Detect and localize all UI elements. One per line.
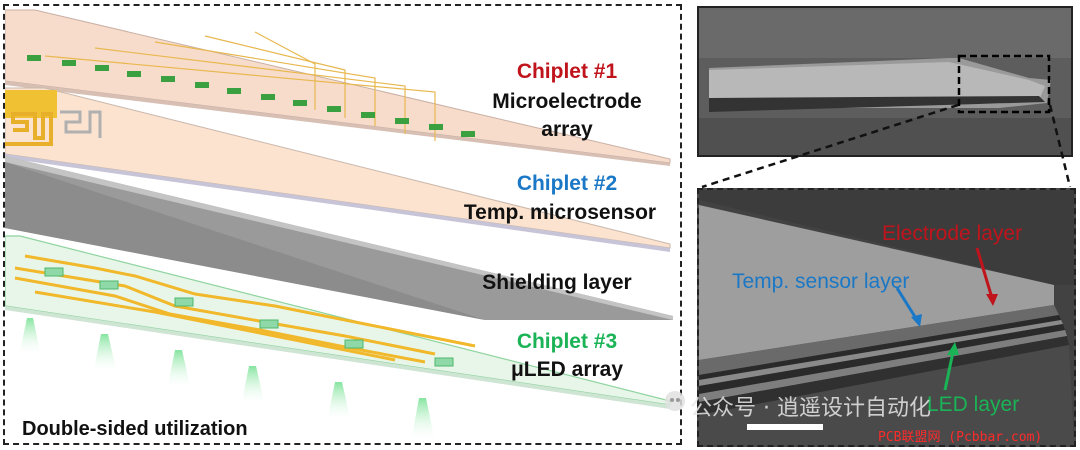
shielding-layer-shape: [5, 156, 673, 320]
chiplet1-name-line1: Microelectrode: [492, 90, 642, 113]
sem-zoom-image: Electrode layer Temp. sensor layer LED l…: [697, 188, 1076, 447]
watermark-sub: PCB联盟网 (Pcbbar.com): [878, 430, 1043, 445]
temp-sensor-layer: [5, 87, 671, 252]
shielding-layer-label: Shielding layer: [482, 271, 632, 294]
watermark-text: 公众号 · 逍遥设计自动化: [690, 396, 931, 421]
layer-arrows: [895, 247, 998, 391]
temp-sensor-layer-label: Temp. sensor layer: [732, 270, 910, 293]
sem-zoom-cross-section: [699, 190, 1074, 445]
double-sided-caption: Double-sided utilization: [22, 418, 248, 440]
chiplet1-name-line2: array: [541, 118, 593, 141]
layer-stack-illustration: [5, 9, 673, 442]
chiplet3-tag: Chiplet #3: [516, 330, 618, 353]
led-layer-label: LED layer: [927, 393, 1020, 416]
microelectrode-layer: [5, 9, 671, 166]
zoom-region-box: [957, 54, 1051, 114]
watermark-logo-icon: [664, 390, 686, 416]
chiplet1-tag: Chiplet #1: [516, 60, 618, 83]
chiplet3-name: μLED array: [510, 358, 624, 381]
led-emission-glows: [19, 318, 435, 442]
chiplet2-tag: Chiplet #2: [516, 172, 618, 195]
electrode-layer-label: Electrode layer: [882, 222, 1023, 245]
sem-overview-probe: [699, 8, 1071, 155]
zoom-connector-lines: [701, 103, 1072, 189]
sem-overview-image: [697, 6, 1073, 157]
chiplet2-name: Temp. microsensor: [463, 201, 657, 224]
schematic-panel: Chiplet #1 Microelectrode array Chiplet …: [3, 4, 682, 445]
